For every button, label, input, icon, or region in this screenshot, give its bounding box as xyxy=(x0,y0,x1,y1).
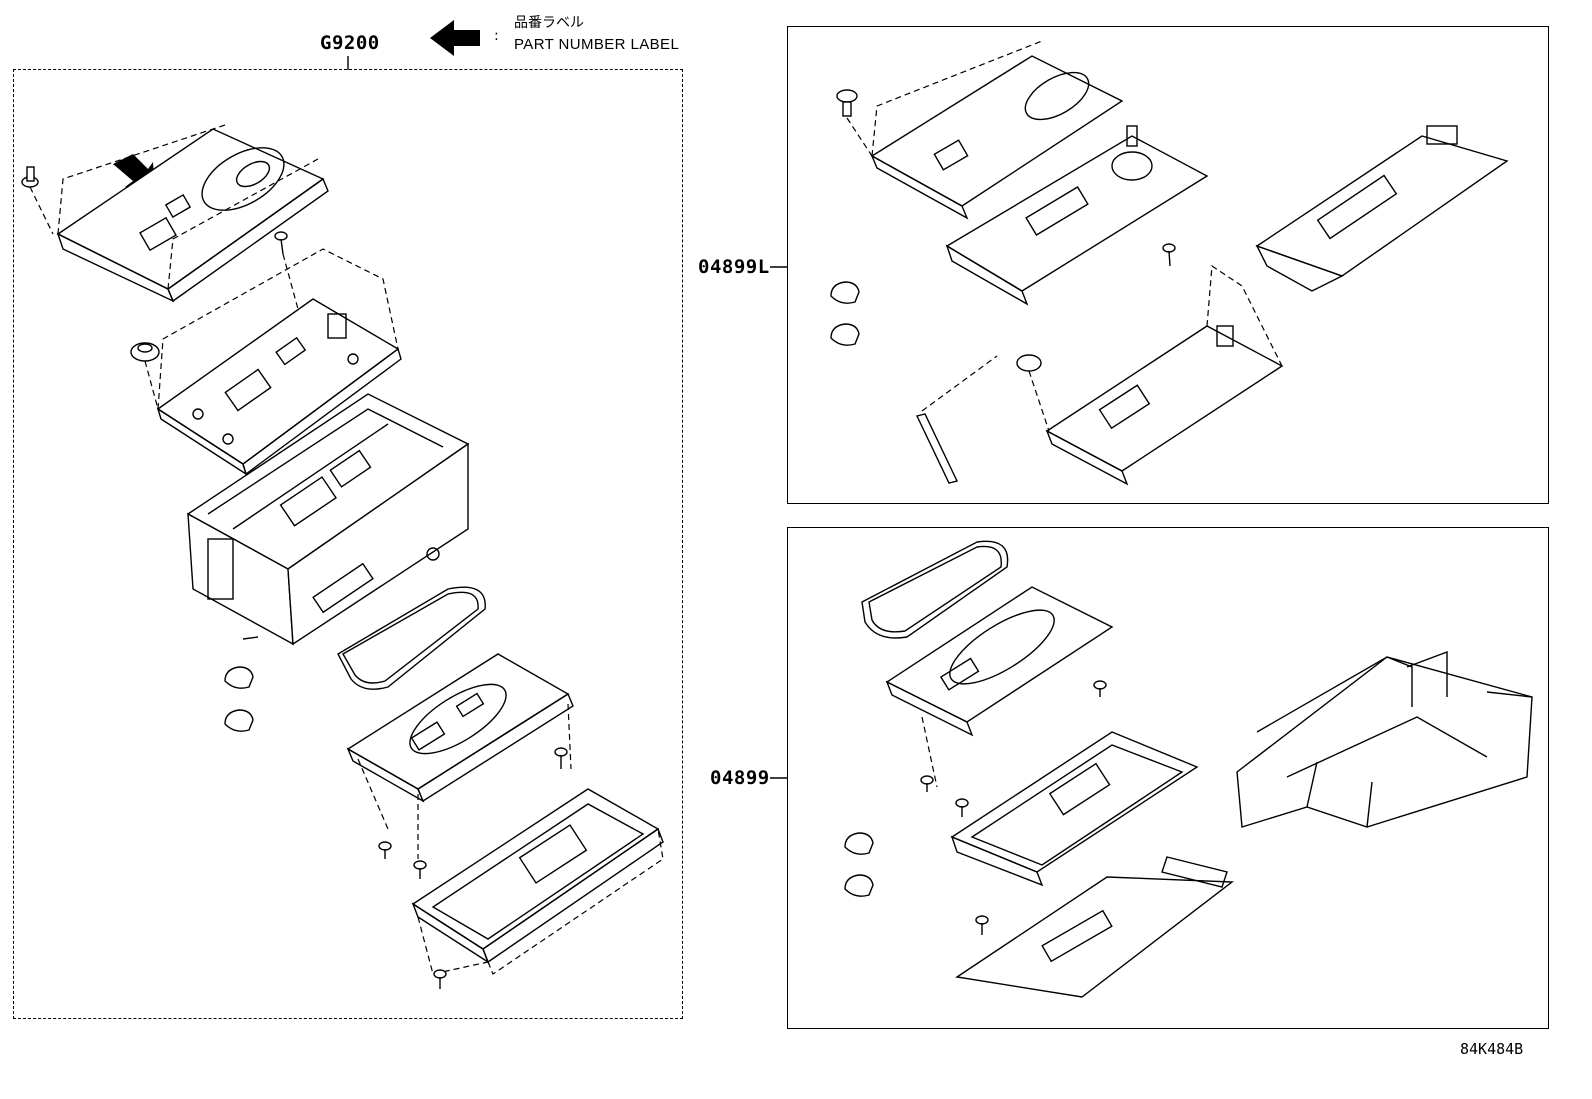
lower-bolt-a xyxy=(1093,680,1107,697)
lower-bolt-c xyxy=(955,798,969,817)
control-board xyxy=(156,248,402,476)
top-cover xyxy=(56,123,329,303)
legend-colon: : xyxy=(494,28,499,44)
lower-kit-frame xyxy=(787,527,1549,1029)
upper-cap-1 xyxy=(830,281,860,304)
inverter-housing xyxy=(186,393,470,646)
lower-gasket xyxy=(861,540,1009,639)
legend-label-en: PART NUMBER LABEL xyxy=(514,36,680,53)
bolt-bottom xyxy=(433,969,447,989)
cap-upper xyxy=(224,666,254,689)
lower-cap-1 xyxy=(844,832,874,855)
left-arrow-icon xyxy=(430,20,480,56)
cap-lower xyxy=(224,709,254,732)
lower-kit-leader-line xyxy=(770,777,787,779)
upper-bolt xyxy=(836,89,873,157)
upper-screw-washer xyxy=(1016,354,1050,432)
lower-cover xyxy=(346,653,574,859)
upper-cap-2 xyxy=(830,323,860,346)
upper-screw-small xyxy=(1162,243,1176,267)
lower-upper-cover xyxy=(885,586,1114,788)
bolt-lower-mid xyxy=(413,860,427,879)
lower-insulator-sheet xyxy=(1236,650,1533,828)
bolt-lower-left xyxy=(378,841,392,859)
upper-control-board xyxy=(1045,264,1284,486)
gasket xyxy=(337,586,486,690)
lower-cap-2 xyxy=(844,874,874,897)
legend-label-jp: 品番ラベル xyxy=(514,15,584,31)
bolt-left xyxy=(21,166,54,235)
main-assembly-frame xyxy=(13,69,683,1019)
screw-washer xyxy=(130,342,160,410)
bolt-mid xyxy=(274,231,299,310)
assembly-code-upper-kit: 04899L xyxy=(698,256,770,278)
upper-kit-leader-line xyxy=(770,266,787,268)
assembly-code-main: G9200 xyxy=(320,32,380,54)
upper-shield-plate xyxy=(1255,125,1509,292)
upper-top-cover xyxy=(870,40,1124,220)
lower-bolt-d xyxy=(975,915,989,935)
main-leader-line xyxy=(347,56,349,70)
figure-reference: 84K484B xyxy=(1460,1040,1524,1058)
lower-under-shield xyxy=(955,856,1234,998)
bottom-pan xyxy=(411,788,664,975)
bolt-lower-right xyxy=(554,747,568,769)
upper-stud xyxy=(915,355,998,484)
lower-bolt-b xyxy=(920,775,934,792)
assembly-code-lower-kit: 04899 xyxy=(710,767,770,789)
main-exploded-drawing xyxy=(21,123,664,989)
lower-bottom-pan xyxy=(950,731,1199,887)
lower-kit-drawing xyxy=(844,540,1533,998)
upper-kit-frame xyxy=(787,26,1549,504)
upper-frame-bracket xyxy=(945,125,1209,306)
upper-kit-drawing xyxy=(830,40,1509,486)
